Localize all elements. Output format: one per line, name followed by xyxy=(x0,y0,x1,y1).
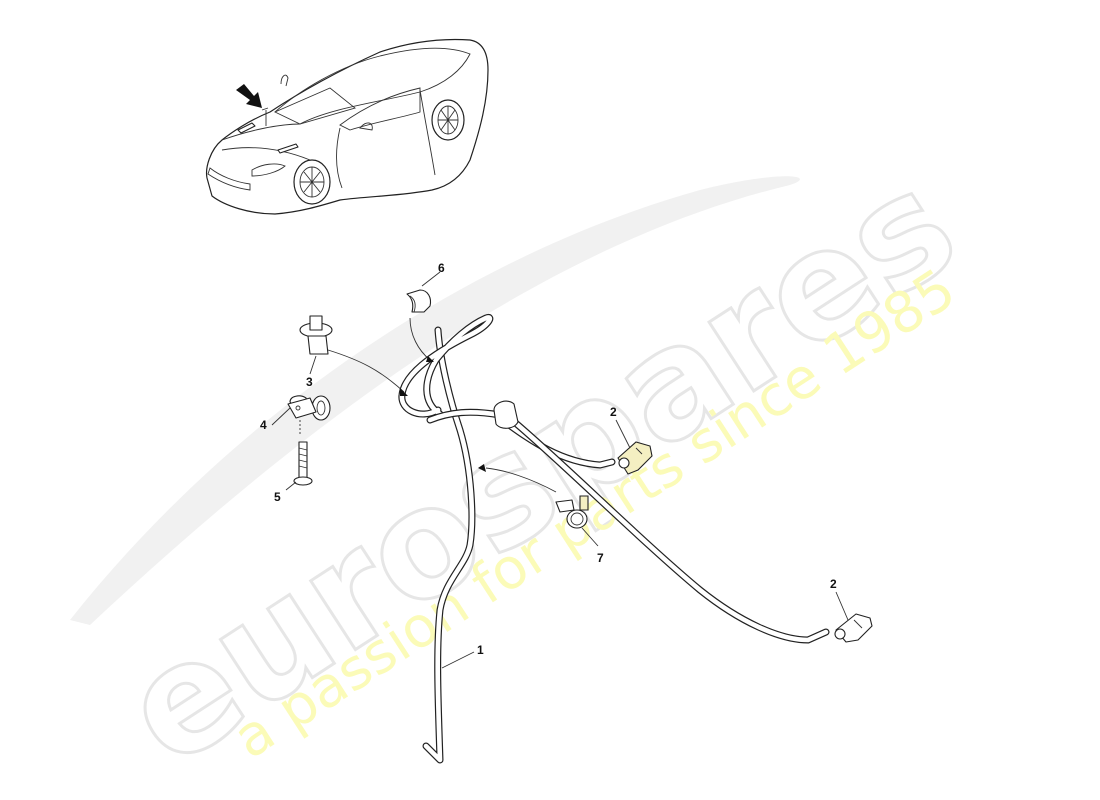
callout-7: 7 xyxy=(597,551,604,565)
callout-1: 1 xyxy=(477,643,484,657)
car-roof xyxy=(274,47,471,125)
car-mirror xyxy=(359,122,373,131)
callouts: 1 2 2 3 4 5 6 7 xyxy=(260,261,837,657)
leader-1 xyxy=(441,651,475,669)
leader-5 xyxy=(285,481,297,491)
hose-grommet xyxy=(493,400,519,429)
car-side-vent xyxy=(277,143,299,154)
car-rear-wheel xyxy=(431,99,465,141)
leader-6 xyxy=(421,271,441,287)
part-7-hose-clamp xyxy=(478,464,589,529)
car-door-line xyxy=(336,89,436,189)
washer-hose-assembly xyxy=(398,314,830,764)
leader-4 xyxy=(271,407,291,426)
part-4-p-clip xyxy=(287,395,331,436)
part-5-screw xyxy=(293,441,313,486)
car-front-wheel xyxy=(293,159,331,205)
car-body-outline xyxy=(205,38,489,215)
leader-2a xyxy=(615,419,631,449)
car-headlight xyxy=(251,163,286,177)
callout-5: 5 xyxy=(274,490,281,504)
arrow-down-right-icon xyxy=(236,84,262,108)
car-grille xyxy=(207,167,251,191)
watermark: eurospares a passion for parts since 198… xyxy=(70,136,987,800)
callout-2-right: 2 xyxy=(830,577,837,591)
car-locator-view xyxy=(205,38,489,215)
leader-7 xyxy=(581,527,599,547)
leader-2b xyxy=(835,591,849,621)
part-2-washer-jet-right xyxy=(834,613,873,643)
leader-lines xyxy=(271,271,849,669)
callout-2-left: 2 xyxy=(610,405,617,419)
car-side-window xyxy=(339,87,421,131)
part-2-washer-jet-left xyxy=(617,441,653,475)
leader-3 xyxy=(309,355,317,375)
callout-4: 4 xyxy=(260,418,267,432)
car-left-mirror xyxy=(280,74,289,87)
car-windscreen xyxy=(273,87,356,125)
car-bonnet-vent xyxy=(237,122,256,134)
part-3-push-clip xyxy=(299,315,408,396)
callout-6: 6 xyxy=(438,261,445,275)
car-bonnet-line xyxy=(221,123,311,161)
callout-3: 3 xyxy=(306,375,313,389)
part-6-hose-clip xyxy=(406,289,434,362)
jet-location-marker xyxy=(261,107,269,126)
